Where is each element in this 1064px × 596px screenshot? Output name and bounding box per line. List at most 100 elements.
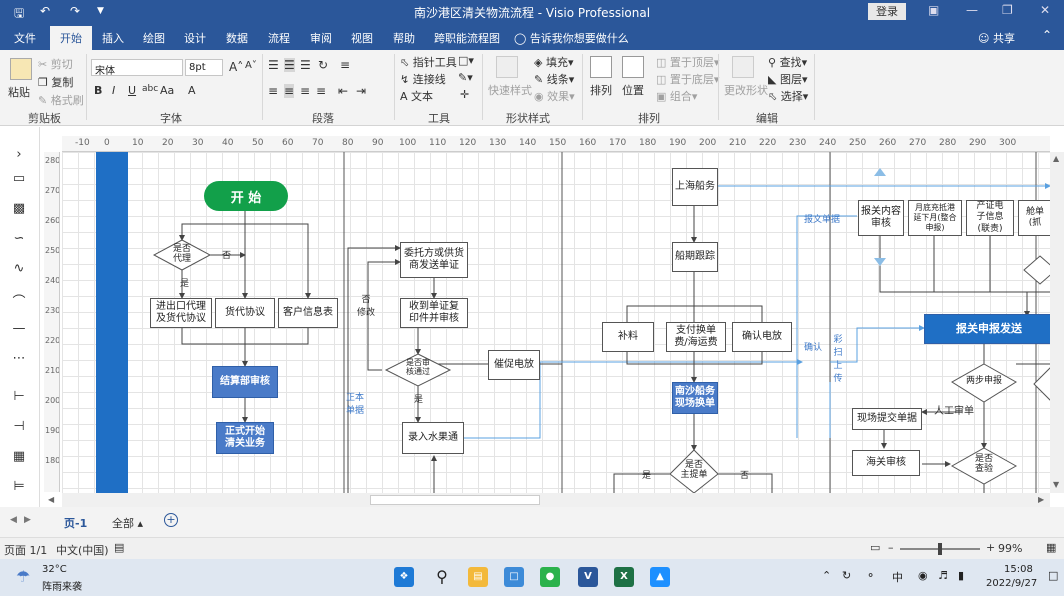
share-button[interactable]: ☺ 共享	[978, 32, 1015, 45]
review-decision-text[interactable]: 是否审 核通过	[406, 358, 430, 377]
cut-button[interactable]: ✂ 剪切	[38, 58, 73, 71]
format-painter-button[interactable]: ✎ 格式刷	[38, 94, 84, 107]
tab-insert[interactable]: 插入	[102, 32, 124, 45]
horizontal-scrollbar[interactable]: ◀ ▶	[48, 493, 1050, 507]
minimize-icon[interactable]: —	[966, 3, 978, 17]
supplement-box[interactable]: 补料	[602, 322, 654, 352]
restore-icon[interactable]: ❐	[1002, 3, 1013, 17]
monthly-bills-box[interactable]: 月底充抵港 延下月(整合 申报)	[908, 200, 962, 236]
tab-review[interactable]: 审阅	[310, 32, 332, 45]
underline-button[interactable]: U	[128, 84, 137, 97]
cert-info-box[interactable]: 产证电 子信息 (联责)	[966, 200, 1014, 236]
quick-styles-button[interactable]: 快速样式	[488, 84, 532, 97]
receive-docs-box[interactable]: 收到单证复 印件并审核	[400, 298, 468, 328]
wechat-icon[interactable]: ●	[540, 567, 560, 587]
tab-cross-functional[interactable]: 跨职能流程图	[434, 32, 500, 45]
line-button[interactable]: ✎ 线条▾	[534, 73, 575, 86]
group-button[interactable]: ▣ 组合▾	[656, 90, 698, 103]
align-button[interactable]: 排列	[590, 84, 612, 97]
vertical-scrollbar[interactable]: ▲ ▼	[1050, 152, 1064, 493]
language-indicator[interactable]: 中文(中国)	[56, 544, 109, 557]
align-top-icon[interactable]: ☰	[268, 58, 279, 72]
scroll-left-icon[interactable]: ◀	[48, 495, 55, 504]
drawing-canvas[interactable]: 开 始 是否 代理 是 否 进出口代理 及货代协议 货代协议 客户信息表 结算部…	[62, 152, 1050, 493]
arc-icon[interactable]: ⌒	[12, 295, 26, 310]
save-icon[interactable]: 🖫	[14, 6, 25, 20]
page-info[interactable]: 页面 1/1	[4, 544, 48, 557]
urge-release-box[interactable]: 催促电放	[488, 350, 540, 380]
bold-button[interactable]: B	[94, 84, 103, 97]
prev-page-icon[interactable]: ◀	[10, 515, 17, 525]
fit-window-icon[interactable]: ▦	[1046, 541, 1057, 554]
scroll-down-icon[interactable]: ▼	[1053, 480, 1060, 489]
tab-design[interactable]: 设计	[184, 32, 206, 45]
windows-start-icon[interactable]: ❖	[394, 567, 414, 587]
sync-icon[interactable]: ↻	[842, 569, 852, 582]
align-right-icon[interactable]: ≡	[300, 84, 311, 98]
main-bill-decision-text[interactable]: 是否 主提单	[680, 460, 708, 481]
weather-text[interactable]: 阵雨来袭	[42, 582, 82, 593]
next-page-icon[interactable]: ▶	[24, 515, 31, 525]
orientation-icon[interactable]: ↻	[318, 58, 329, 72]
collapse-ribbon-icon[interactable]: ⌃	[1042, 28, 1053, 42]
excel-icon[interactable]: X	[614, 567, 634, 587]
align-shapes-icon[interactable]	[590, 56, 612, 78]
two-step-decision-text[interactable]: 两步申报	[965, 376, 1002, 386]
expand-shapes-icon[interactable]: ›	[16, 147, 22, 162]
freeform-icon[interactable]: ∽	[13, 231, 25, 246]
weather-icon[interactable]: ☂	[16, 567, 31, 586]
text-tool-button[interactable]: A 文本	[400, 90, 434, 103]
curve-icon[interactable]: ∿	[13, 261, 25, 276]
redo-icon[interactable]: ↷	[70, 4, 81, 18]
show-hidden-icons[interactable]: ⌃	[822, 569, 832, 582]
bring-to-front-button[interactable]: ◫ 置于顶层▾	[656, 56, 720, 69]
app-icon[interactable]: □	[504, 567, 524, 587]
line-icon[interactable]: —	[12, 321, 26, 336]
macro-icon[interactable]: ▤	[114, 541, 125, 554]
zoom-level[interactable]: 99%	[998, 542, 1023, 555]
import-export-agent-box[interactable]: 进出口代理 及货代协议	[150, 298, 212, 328]
all-pages-button[interactable]: 全部 ▴	[112, 517, 144, 530]
battery-icon[interactable]: ▮	[958, 569, 965, 582]
customer-info-box[interactable]: 客户信息表	[278, 298, 338, 328]
pencil-tool-icon[interactable]: ✎▾	[458, 71, 473, 84]
dash-line-icon[interactable]: ⋯	[12, 351, 26, 366]
connection-point-icon[interactable]: ✛	[460, 88, 470, 101]
microphone-icon[interactable]: ⚬	[866, 569, 876, 582]
tell-me-box[interactable]: ◯ 告诉我你想要做什么	[514, 32, 629, 45]
change-case-button[interactable]: Aa	[160, 84, 175, 97]
confirm-release-box[interactable]: 确认电放	[732, 322, 792, 352]
customize-quick-access-icon[interactable]: ▼	[97, 6, 104, 16]
align-middle-icon[interactable]: ☰	[284, 58, 295, 72]
find-button[interactable]: ⚲ 查找▾	[768, 56, 808, 69]
login-button[interactable]: 登录	[868, 3, 906, 20]
hierarchy-icon[interactable]: ⊨	[13, 479, 25, 494]
customs-review-box[interactable]: 海关审核	[852, 450, 920, 476]
visio-icon[interactable]: V	[578, 567, 598, 587]
ime-indicator[interactable]: 中	[892, 571, 903, 584]
notification-icon[interactable]: □	[1048, 569, 1059, 582]
temperature[interactable]: 32°C	[42, 564, 67, 575]
scroll-thumb[interactable]	[370, 495, 540, 505]
strikethrough-button[interactable]: abc	[142, 84, 159, 94]
connector-icon[interactable]: ⊢	[13, 389, 25, 404]
align-center-icon[interactable]: ≡	[284, 84, 295, 98]
clock-time[interactable]: 15:08	[1004, 564, 1033, 575]
cargo-agreement-box[interactable]: 货代协议	[215, 298, 275, 328]
enter-fruit-box[interactable]: 录入水果通	[402, 422, 464, 454]
inspect-decision-text[interactable]: 是否 查验	[974, 454, 993, 475]
scroll-right-icon[interactable]: ▶	[1038, 495, 1045, 504]
cabin-list-box[interactable]: 舱单 (抓	[1018, 200, 1050, 236]
decrease-indent-icon[interactable]: ⇤	[338, 84, 349, 98]
undo-icon[interactable]: ↶	[40, 4, 51, 18]
fill-button[interactable]: ◈ 填充▾	[534, 56, 574, 69]
justify-icon[interactable]: ≡	[316, 84, 327, 98]
start-customs-box[interactable]: 正式开始 清关业务	[216, 422, 274, 454]
add-page-icon[interactable]: +	[164, 513, 178, 527]
flow-icon[interactable]: ⊣	[13, 419, 25, 434]
layers-button[interactable]: ◣ 图层▾	[768, 73, 808, 86]
connector-tool-button[interactable]: ↯ 连接线	[400, 73, 446, 86]
font-size-select[interactable]: 8pt	[185, 59, 223, 76]
paste-button[interactable]: 粘贴	[8, 86, 30, 99]
scroll-up-icon[interactable]: ▲	[1053, 154, 1060, 163]
